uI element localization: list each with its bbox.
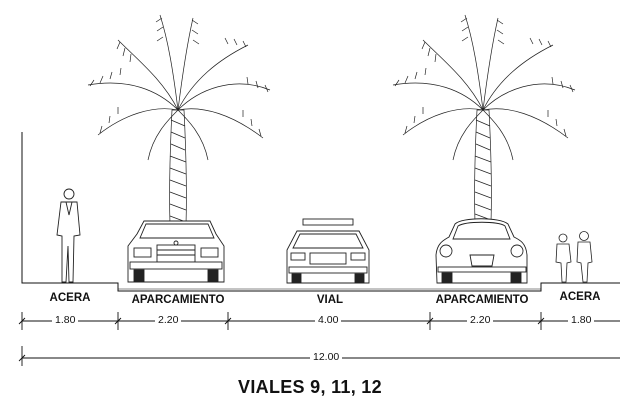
section-label-vial: VIAL [316, 294, 344, 306]
dimension-aparcamiento-right: 2.20 [467, 314, 494, 326]
dimension-total: 12.00 [310, 351, 343, 363]
section-label-acera-left: ACERA [49, 292, 91, 304]
ground-profile [21, 132, 620, 292]
dimension-aparcamiento-left: 2.20 [155, 314, 182, 326]
drawing-title: VIALES 9, 11, 12 [238, 377, 382, 397]
dimension-acera-left: 1.80 [52, 314, 79, 326]
police-car-icon [286, 218, 370, 284]
palm-tree-icon [392, 14, 576, 223]
section-label-acera-right: ACERA [559, 291, 601, 303]
palm-tree-icon [87, 14, 271, 226]
parked-car-icon [127, 220, 225, 283]
children-icon [555, 231, 593, 283]
beetle-car-icon [435, 218, 528, 284]
dimension-vial: 4.00 [315, 314, 342, 326]
pedestrian-icon [56, 188, 81, 283]
section-label-aparcamiento-left: APARCAMIENTO [131, 294, 225, 306]
dimension-acera-right: 1.80 [568, 314, 595, 326]
section-label-aparcamiento-right: APARCAMIENTO [435, 294, 529, 306]
